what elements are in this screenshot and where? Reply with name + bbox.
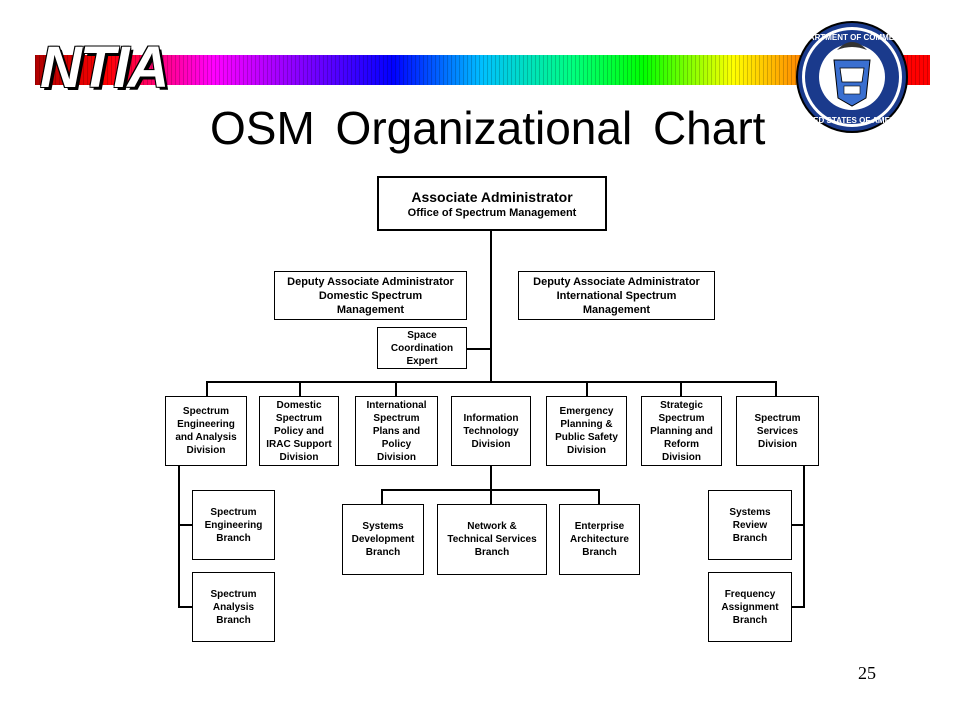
connector-drop-2 — [299, 381, 301, 397]
connector-space-coord — [466, 348, 491, 350]
connector-seaad-branch-1 — [178, 524, 194, 526]
connector-ssd-branch-1 — [790, 524, 805, 526]
seal-text-top: DEPARTMENT OF COMMERCE — [793, 33, 912, 42]
deputy-domestic-box: Deputy Associate Administrator Domestic … — [274, 271, 467, 320]
connector-top-trunk — [490, 230, 492, 382]
connector-seaad-vertical — [178, 465, 180, 608]
division-box: International Spectrum Plans and Policy … — [355, 396, 438, 466]
associate-administrator-box: Associate Administrator Office of Spectr… — [377, 176, 607, 231]
branch-box: Network & Technical Services Branch — [437, 504, 547, 575]
connector-itd-drop-1 — [381, 489, 383, 505]
connector-itd-vertical — [490, 465, 492, 505]
division-box: Domestic Spectrum Policy and IRAC Suppor… — [259, 396, 339, 466]
division-box: Spectrum Engineering and Analysis Divisi… — [165, 396, 247, 466]
connector-itd-bus — [381, 489, 600, 491]
connector-ssd-branch-2 — [790, 606, 805, 608]
connector-itd-drop-3 — [598, 489, 600, 505]
division-box: Information Technology Division — [451, 396, 531, 466]
division-box: Strategic Spectrum Planning and Reform D… — [641, 396, 722, 466]
department-of-commerce-seal-icon: DEPARTMENT OF COMMERCE UNITED STATES OF … — [793, 21, 912, 133]
branch-box: Systems Development Branch — [342, 504, 424, 575]
branch-box: Spectrum Engineering Branch — [192, 490, 275, 560]
connector-seaad-branch-2 — [178, 606, 194, 608]
branch-box: Spectrum Analysis Branch — [192, 572, 275, 642]
space-coordination-box: Space Coordination Expert — [377, 327, 467, 369]
connector-drop-3 — [395, 381, 397, 397]
division-box: Spectrum Services Division — [736, 396, 819, 466]
connector-ssd-vertical — [803, 465, 805, 608]
ntia-logo: NTIA — [40, 35, 169, 100]
branch-box: Frequency Assignment Branch — [708, 572, 792, 642]
connector-drop-5 — [586, 381, 588, 397]
banner-stripes — [35, 55, 930, 85]
branch-box: Enterprise Architecture Branch — [559, 504, 640, 575]
associate-administrator-subtitle: Office of Spectrum Management — [407, 206, 577, 219]
branch-box: Systems Review Branch — [708, 490, 792, 560]
division-box: Emergency Planning & Public Safety Divis… — [546, 396, 627, 466]
deputy-international-box: Deputy Associate Administrator Internati… — [518, 271, 715, 320]
associate-administrator-title: Associate Administrator — [411, 188, 573, 205]
connector-division-bus — [206, 381, 777, 383]
page-title: OSM Organizational Chart — [210, 102, 766, 154]
connector-drop-1 — [206, 381, 208, 397]
connector-drop-7 — [775, 381, 777, 397]
connector-drop-6 — [680, 381, 682, 397]
seal-text-bottom: UNITED STATES OF AMERICA — [795, 116, 910, 125]
rainbow-banner — [35, 55, 930, 85]
page-number: 25 — [858, 663, 876, 683]
